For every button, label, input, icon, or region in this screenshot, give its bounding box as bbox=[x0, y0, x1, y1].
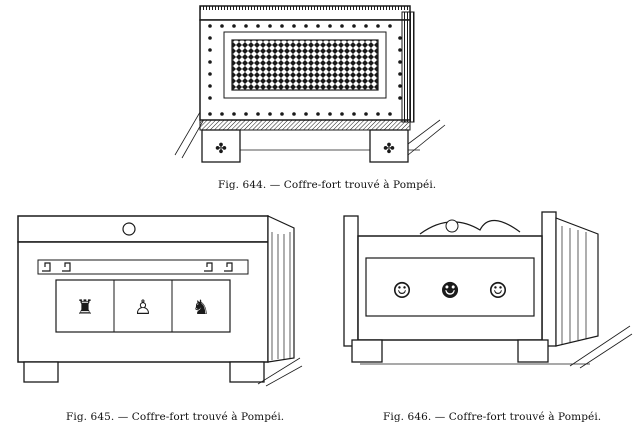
rivet bbox=[208, 72, 212, 76]
rivet bbox=[376, 112, 380, 116]
rivet bbox=[304, 112, 308, 116]
rivet bbox=[280, 24, 284, 28]
rivet bbox=[328, 112, 332, 116]
rivet bbox=[220, 24, 224, 28]
rivet bbox=[398, 72, 402, 76]
figure-646-illustration: ☺ ☻ ☺ bbox=[330, 206, 634, 406]
svg-text:♜: ♜ bbox=[76, 295, 94, 319]
svg-text:☻: ☻ bbox=[440, 279, 460, 304]
rivet bbox=[316, 112, 320, 116]
rivet bbox=[398, 60, 402, 64]
rivet bbox=[340, 112, 344, 116]
strongbox-644-engraving: ✤ ✤ bbox=[174, 5, 446, 163]
rivet bbox=[244, 24, 248, 28]
rivet bbox=[208, 112, 212, 116]
rivet bbox=[256, 112, 260, 116]
figure-645-illustration: ♜ ♙ ♞ bbox=[4, 208, 304, 408]
strongbox-645-engraving: ♜ ♙ ♞ bbox=[17, 215, 303, 387]
rivet bbox=[220, 112, 224, 116]
rivet bbox=[316, 24, 320, 28]
rivet bbox=[304, 24, 308, 28]
rivet bbox=[208, 96, 212, 100]
rivet bbox=[256, 24, 260, 28]
figure-644-caption: Fig. 644. — Coffre-fort trouvé à Pompéi. bbox=[218, 179, 437, 191]
strongbox-646-engraving: ☺ ☻ ☺ bbox=[343, 211, 633, 369]
rivet bbox=[328, 24, 332, 28]
rivet bbox=[208, 48, 212, 52]
svg-text:✤: ✤ bbox=[215, 141, 227, 157]
rivet bbox=[232, 24, 236, 28]
rivet bbox=[208, 36, 212, 40]
rivet bbox=[364, 112, 368, 116]
rivet bbox=[398, 48, 402, 52]
rivet bbox=[268, 24, 272, 28]
rivet bbox=[232, 112, 236, 116]
rivet bbox=[352, 24, 356, 28]
rivet bbox=[376, 24, 380, 28]
rivet bbox=[268, 112, 272, 116]
rivet bbox=[388, 112, 392, 116]
rivet bbox=[208, 84, 212, 88]
rivet bbox=[352, 112, 356, 116]
rivet bbox=[398, 96, 402, 100]
svg-text:☺: ☺ bbox=[488, 279, 508, 304]
rivet bbox=[280, 112, 284, 116]
rivet bbox=[208, 60, 212, 64]
rivet bbox=[340, 24, 344, 28]
rivet bbox=[364, 24, 368, 28]
svg-text:♙: ♙ bbox=[134, 295, 152, 319]
rivet bbox=[244, 112, 248, 116]
figure-644-illustration: ✤ ✤ bbox=[170, 0, 450, 175]
rivet bbox=[292, 24, 296, 28]
rivet bbox=[388, 24, 392, 28]
rivet bbox=[398, 84, 402, 88]
rivet bbox=[208, 24, 212, 28]
svg-text:✤: ✤ bbox=[383, 141, 395, 157]
svg-text:♞: ♞ bbox=[192, 295, 210, 319]
svg-text:☺: ☺ bbox=[392, 279, 412, 304]
figure-645-caption: Fig. 645. — Coffre-fort trouvé à Pompéi. bbox=[66, 411, 285, 423]
figure-646-caption: Fig. 646. — Coffre-fort trouvé à Pompéi. bbox=[383, 411, 602, 423]
rivet bbox=[398, 36, 402, 40]
rivet bbox=[292, 112, 296, 116]
